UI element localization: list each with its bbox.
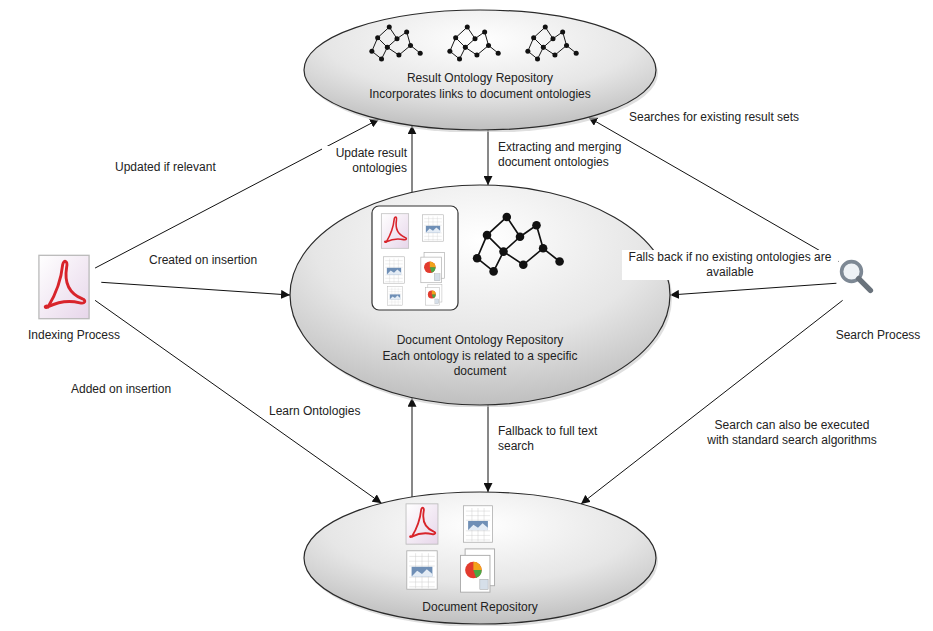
edge-label: Search can also be executed with standar… [706,418,878,448]
node-description: Incorporates links to document ontologie… [330,87,630,102]
repository-ellipse: Document Ontology RepositoryEach ontolog… [288,183,672,407]
edge-label: Searches for existing result sets [628,110,800,125]
arrow-connector [412,398,413,497]
text-row: Document Repository [302,600,658,615]
arrow-connector [488,130,489,185]
node-description: Each ontology is related to a specific d… [355,349,605,379]
node-title: Document Ontology Repository [355,333,605,348]
text-row: Result Ontology Repository [302,71,658,86]
process-node: Indexing Process [12,250,136,345]
arrow-connector [101,282,290,295]
edge-label: Extracting and merging document ontologi… [497,140,625,170]
text-row: Indexing Process [12,328,136,343]
edge-label: Created on insertion [148,253,258,268]
node-title: Result Ontology Repository [330,71,630,86]
arrow-connector [488,405,489,492]
text-row: Incorporates links to document ontologie… [302,87,658,102]
node-title: Indexing Process [12,328,136,343]
arrow-connector [670,283,836,295]
edge-label: Falls back if no existing ontologies are… [622,250,838,280]
text-row: Document Ontology Repository [288,333,672,348]
text-row: Search Process [826,328,930,343]
repository-ellipse: Document Repository [302,490,658,626]
process-node: Search Process [826,250,930,345]
edge-label: Added on insertion [70,382,172,397]
node-title: Search Process [826,328,930,343]
node-title: Document Repository [355,600,605,615]
edge-label: Learn Ontologies [268,404,361,419]
ellipse-outline [302,8,658,132]
arrow-connector [412,125,413,192]
edge-label: Fallback to full text search [497,424,611,454]
edge-label: Updated if relevant [114,160,217,175]
edge-label: Update result ontologies [322,146,408,176]
repository-ellipse: Result Ontology RepositoryIncorporates l… [302,8,658,132]
text-row: Each ontology is related to a specific d… [288,349,672,379]
